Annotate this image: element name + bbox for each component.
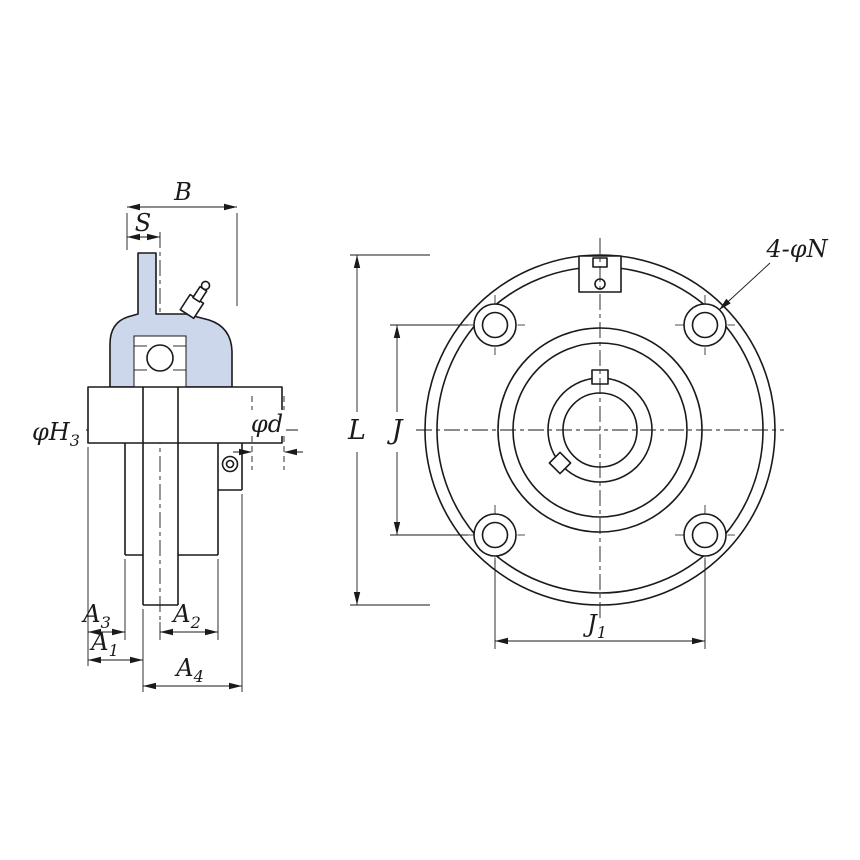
bolt-hole-inner — [691, 311, 719, 339]
dimension-B: B — [126, 178, 238, 306]
bolt-holes-label: 4-φN — [765, 235, 828, 263]
arrowhead — [284, 448, 297, 456]
bolt-hole-bottom-left — [465, 505, 525, 565]
arrowhead — [112, 628, 125, 636]
arrowhead — [88, 656, 101, 664]
dim-label-A2: A2 — [171, 600, 201, 632]
arrowhead — [495, 637, 508, 645]
set-screw-side-inner — [225, 459, 235, 469]
leader-arrowhead — [719, 298, 731, 310]
dimension-d: φd — [233, 396, 303, 470]
bearing-insert — [133, 335, 187, 388]
dim-label-B: B — [173, 178, 192, 206]
dim-label-L: L — [347, 415, 366, 446]
arrowhead — [692, 637, 705, 645]
dim-label-J1: J1 — [582, 610, 607, 642]
arrowhead — [127, 203, 140, 211]
dim-label-A3: A3 — [81, 600, 111, 632]
dimension-A3: A3 — [81, 600, 125, 636]
dimension-H3: φH3 — [32, 418, 80, 450]
grease-fitting-tip — [200, 280, 211, 291]
barrel-profile — [124, 443, 243, 556]
dim-label-H3: φH3 — [32, 418, 80, 450]
front-view: L J J1 4-φN — [347, 235, 829, 649]
set-screw-side — [221, 455, 239, 473]
dim-label-S: S — [135, 209, 151, 237]
grease-fitting-side — [179, 280, 211, 320]
arrowhead — [393, 522, 401, 535]
arrowhead — [130, 656, 143, 664]
bottom-extension-lines — [87, 447, 243, 692]
set-screw-lower-left — [548, 451, 572, 475]
dim-label-A4: A4 — [174, 654, 204, 686]
bolt-hole-bottom-right — [675, 505, 735, 565]
arrowhead — [353, 592, 361, 605]
arrowhead — [127, 233, 140, 241]
arrowhead — [353, 255, 361, 268]
bolt-hole-top-right — [675, 295, 735, 355]
dim-label-d: φd — [251, 410, 283, 438]
dim-label-J: J — [387, 415, 405, 446]
side-section-view: B S φH3 φd — [32, 178, 303, 692]
arrowhead — [239, 448, 252, 456]
dimension-S: S — [127, 209, 160, 241]
flange-profile — [87, 386, 283, 444]
arrowhead — [229, 682, 242, 690]
shaft-profile — [142, 387, 179, 606]
arrowhead — [147, 233, 160, 241]
arrowhead — [393, 325, 401, 338]
front-view-centerlines — [416, 238, 784, 622]
arrowhead — [143, 682, 156, 690]
dimension-A1: A1 — [88, 628, 143, 664]
bolt-hole-top-left — [465, 295, 525, 355]
dimension-A2: A2 — [160, 600, 218, 636]
bolt-holes-callout: 4-φN — [718, 235, 829, 311]
bearing-ball — [146, 344, 174, 372]
bolt-hole-inner — [481, 521, 509, 549]
dim-label-A1: A1 — [89, 628, 119, 660]
dimension-L: L — [347, 254, 430, 606]
arrowhead — [205, 628, 218, 636]
arrowhead — [224, 203, 237, 211]
bolt-hole-inner — [481, 311, 509, 339]
arrowhead — [160, 628, 173, 636]
label-backing — [250, 410, 286, 436]
bolt-hole-inner — [691, 521, 719, 549]
arrowhead — [88, 628, 101, 636]
dimension-A4: A4 — [143, 654, 242, 690]
dimension-J: J — [387, 324, 468, 536]
